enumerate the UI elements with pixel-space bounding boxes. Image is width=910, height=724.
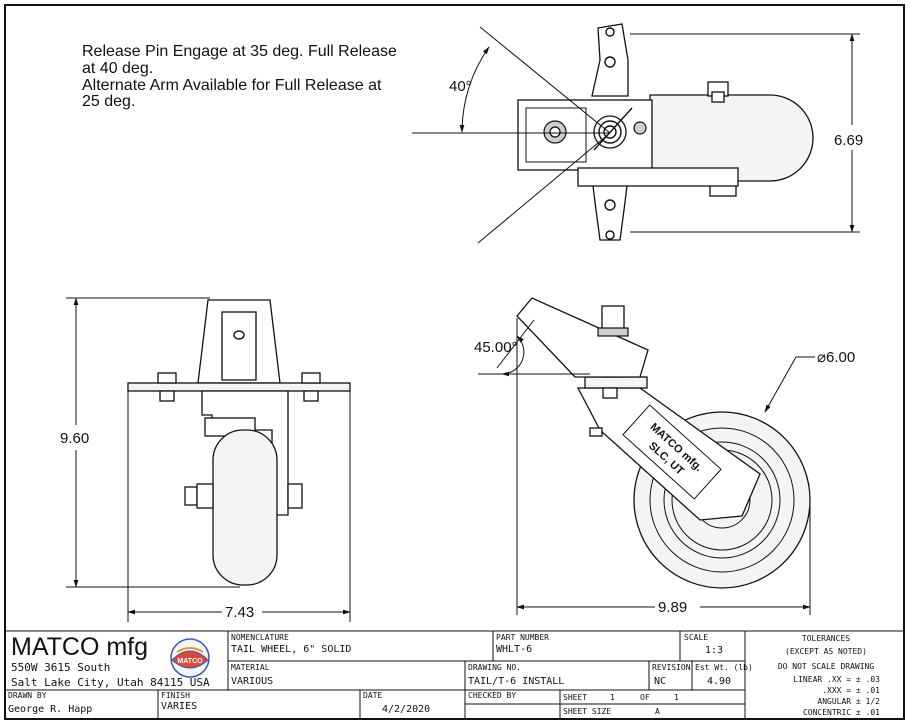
date-label: DATE [363,691,382,700]
front-width-label: 7.43 [225,604,254,621]
side-angle-label: 45.00° [474,339,518,356]
front-height-label: 9.60 [60,430,89,447]
material-value: VARIOUS [231,676,273,687]
revision-label: REVISION [652,663,691,672]
part-number-label: PART NUMBER [496,633,549,642]
material-label: MATERIAL [231,663,270,672]
revision-value: NC [654,676,666,687]
tolerances-subtitle: (EXCEPT AS NOTED) [785,647,867,656]
part-number-value: WHLT-6 [496,644,532,655]
address-line-2: Salt Lake City, Utah 84115 USA [11,676,210,689]
est-wt-label: Est Wt. (lb) [695,663,753,672]
matco-logo-icon: MATCO [170,638,210,678]
scale-label: SCALE [684,633,708,642]
drawing-no-label: DRAWING NO. [468,663,521,672]
tolerances-box: TOLERANCES (EXCEPT AS NOTED) DO NOT SCAL… [778,634,880,717]
est-wt-value: 4.90 [707,676,731,687]
svg-text:MATCO: MATCO [177,658,203,665]
title-block: MATCO mfg 550W 3615 South Salt Lake City… [4,630,905,720]
wheel-diameter-label: ⌀6.00 [817,349,855,366]
drawn-by-value: George R. Happ [8,704,92,715]
sheet-of-label: OF [640,693,650,702]
sheet-size-label: SHEET SIZE [563,707,611,716]
side-view: MATCO mfg. SLC, UT 45.00° ⌀6.00 9.89 [474,297,855,616]
linear-xxx-tolerance: .XXX = ± .01 [822,686,880,695]
note-line-2: at 40 deg. [82,60,153,77]
address-line-1: 550W 3615 South [11,661,110,674]
note-line-3: Alternate Arm Available for Full Release… [82,77,382,94]
nomenclature-label: NOMENCLATURE [231,633,289,642]
concentric-tolerance: CONCENTRIC ± .01 [803,708,880,717]
angular-tolerance: ANGULAR ± 1/2 [817,697,880,706]
sheet-label: SHEET [563,693,587,702]
finish-label: FINISH [161,691,190,700]
drawn-by-label: DRAWN BY [8,691,47,700]
note-line-1: Release Pin Engage at 35 deg. Full Relea… [82,43,397,60]
tolerances-title: TOLERANCES [802,634,850,643]
date-value: 4/2/2020 [382,704,430,715]
front-view: 9.60 7.43 [60,297,351,622]
top-height-label: 6.69 [834,132,863,149]
scale-value: 1:3 [705,645,723,656]
finish-value: VARIES [161,701,197,712]
drawing-no-value: TAIL/T-6 INSTALL [468,676,564,687]
sheet-total: 1 [674,693,679,702]
top-view: 40° 6.69 [412,23,863,244]
linear-xx-tolerance: LINEAR .XX = ± .03 [793,675,880,684]
note-line-4: 25 deg. [82,93,135,110]
sheet-size-value: A [655,707,660,716]
do-not-scale-note: DO NOT SCALE DRAWING [778,662,875,671]
release-pin-notes: Release Pin Engage at 35 deg. Full Relea… [82,43,397,110]
top-angle-label: 40° [449,78,472,95]
company-name: MATCO mfg [11,633,148,661]
side-width-label: 9.89 [658,599,687,616]
nomenclature-value: TAIL WHEEL, 6" SOLID [231,644,351,655]
checked-by-label: CHECKED BY [468,691,516,700]
sheet-number: 1 [610,693,615,702]
